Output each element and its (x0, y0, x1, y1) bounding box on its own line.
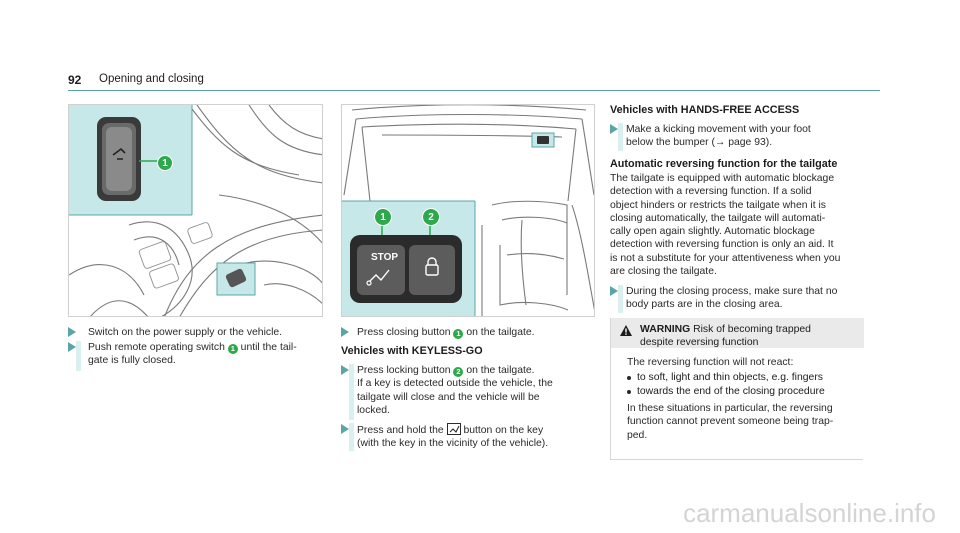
page-number: 92 (68, 73, 82, 87)
tailgate-illustration: STOP 1 2 (341, 104, 595, 317)
paragraph-line: object hinders or restricts the tailgate… (610, 199, 826, 211)
step-text-part: Push remote operating switch (88, 342, 225, 353)
section-title: Opening and closing (99, 73, 204, 85)
step-arrow-icon (610, 286, 618, 296)
step-press-closing: Press closing button 1 on the tailgate. (341, 326, 595, 340)
bullet-text: to soft, light and thin objects, e.g. fi… (637, 372, 823, 383)
warning-title-line2: despite reversing function (640, 337, 759, 348)
step-highlight-bar (76, 341, 81, 371)
warning-outro-line: In these situations in particular, the r… (627, 403, 833, 414)
step-text-part: Press closing button (357, 327, 451, 338)
step-arrow-icon (68, 327, 76, 337)
step-arrow-icon (68, 342, 76, 352)
step-text: Press locking button 2 on the tailgate. … (357, 364, 553, 417)
paragraph-line: are closing the tailgate. (610, 266, 717, 278)
step-switch-on: Switch on the power supply or the vehicl… (68, 326, 323, 340)
inline-badge-2: 2 (453, 367, 464, 377)
paragraph-line: detection with reversing function is onl… (610, 239, 834, 251)
inline-badge-1: 1 (227, 344, 238, 354)
step-text-line: body parts are in the closing area. (626, 299, 783, 311)
bullet-dot-icon (627, 376, 631, 380)
watermark: carmanualsonline.info (683, 498, 936, 528)
step-text: Press closing button 1 on the tailgate. (357, 326, 535, 339)
warning-outro-line: function cannot prevent someone being tr… (627, 416, 834, 428)
step-text: During the closing process, make sure th… (626, 285, 837, 312)
door-panel-drawing (69, 105, 322, 316)
step-arrow-icon (341, 327, 349, 337)
step-text-line: (with the key in the vicinity of the veh… (357, 438, 549, 450)
step-highlight-bar (618, 285, 623, 313)
step-press-locking: Press locking button 2 on the tailgate. … (341, 364, 595, 420)
bullet-text: towards the end of the closing procedure (637, 386, 825, 397)
step-text-line: locked. (357, 404, 390, 416)
warning-triangle-icon (620, 323, 632, 341)
door-switch-illustration: 1 (68, 104, 323, 317)
warning-box: WARNING Risk of becoming trapped despite… (610, 318, 864, 460)
step-text: Press and hold the button on the key (wi… (357, 423, 548, 451)
stop-label: STOP (371, 252, 398, 263)
step-text: Switch on the power supply or the vehicl… (88, 327, 283, 338)
step-text-line: If a key is detected outside the vehicle… (357, 378, 553, 390)
paragraph-line: cally open again slightly. Automatic blo… (610, 226, 815, 238)
paragraph-line: is not a substitute for your attentivene… (610, 252, 841, 264)
page-header: 92 Opening and closing (68, 71, 880, 91)
step-text-part: button on the key (463, 425, 544, 436)
step-arrow-icon (341, 365, 349, 375)
step-text: Push remote operating switch 1 until the… (88, 341, 297, 368)
warning-title: WARNING Risk of becoming trapped despite… (640, 323, 811, 349)
step-highlight-bar (618, 123, 623, 151)
step-arrow-icon (341, 424, 349, 434)
tailgate-key-icon (446, 423, 461, 435)
callout-badge-1: 1 (157, 155, 173, 171)
inline-badge-1: 1 (453, 329, 464, 339)
step-text-line2: gate is fully closed. (88, 355, 176, 367)
step-text-line: tailgate will close and the vehicle will… (357, 391, 540, 403)
keyless-go-heading: Vehicles with KEYLESS-GO (341, 345, 483, 357)
step-arrow-icon (610, 124, 618, 134)
warning-header: WARNING Risk of becoming trapped despite… (611, 318, 864, 348)
reversing-function-paragraph: The tailgate is equipped with automatic … (610, 172, 872, 278)
step-kicking-movement: Make a kicking movement with your foot b… (610, 123, 870, 151)
step-text-line: During the closing process, make sure th… (626, 286, 838, 297)
step-text-part: on the tailgate. (466, 327, 535, 338)
warning-outro: In these situations in particular, the r… (627, 402, 833, 442)
step-text-part: Press and hold the (357, 425, 444, 436)
bullet-dot-icon (627, 390, 631, 394)
warning-label: WARNING (640, 324, 691, 335)
paragraph-line: detection with a reversing function. If … (610, 186, 812, 198)
warning-outro-line: ped. (627, 429, 648, 441)
hands-free-heading: Vehicles with HANDS-FREE ACCESS (610, 104, 800, 116)
callout-badge-1: 1 (374, 208, 392, 226)
step-highlight-bar (349, 423, 354, 451)
step-press-hold: Press and hold the button on the key (wi… (341, 423, 595, 451)
callout-badge-2: 2 (422, 208, 440, 226)
reversing-function-heading: Automatic reversing function for the tai… (610, 158, 838, 170)
page-reference-link[interactable]: below the bumper (→ page 93). (626, 137, 773, 149)
paragraph-line: closing automatically, the tailgate will… (610, 212, 826, 224)
step-text-line: Make a kicking movement with your foot (626, 124, 811, 135)
paragraph-line: The tailgate is equipped with automatic … (610, 173, 835, 184)
step-text-part: until the tail- (240, 342, 297, 353)
step-text: Make a kicking movement with your foot b… (626, 123, 811, 150)
warning-title-text: Risk of becoming trapped (693, 324, 811, 335)
step-closing-process: During the closing process, make sure th… (610, 285, 870, 313)
step-text-part: on the tailgate. (466, 365, 535, 376)
step-text-part: Press locking button (357, 365, 451, 376)
warning-intro: The reversing function will not react: (627, 357, 794, 368)
step-push-switch: Push remote operating switch 1 until the… (68, 341, 323, 371)
step-highlight-bar (349, 364, 354, 420)
